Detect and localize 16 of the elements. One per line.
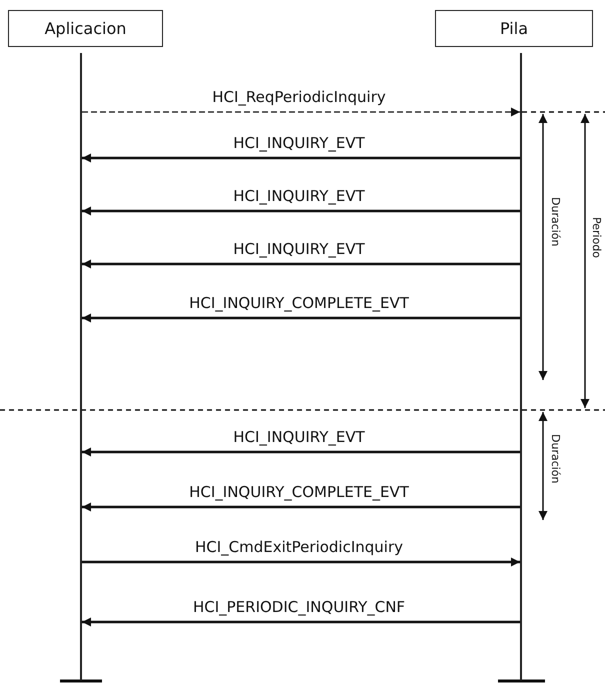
participant-box [8, 10, 163, 47]
message-arrow [82, 618, 520, 626]
participant-name: Pila [500, 19, 528, 38]
message-arrow [82, 108, 520, 116]
lifeline [80, 53, 82, 680]
message-arrow [82, 206, 520, 216]
participant-name: Aplicacion [44, 19, 126, 38]
message-arrow [82, 154, 520, 162]
message-arrow [82, 558, 520, 566]
lifeline [520, 53, 522, 680]
dimension-label: Periodo [590, 215, 603, 260]
message-arrow [82, 314, 520, 322]
message-arrow [82, 502, 520, 512]
message-arrow [82, 448, 520, 456]
participant-box [435, 10, 593, 47]
message-arrow [82, 260, 520, 268]
